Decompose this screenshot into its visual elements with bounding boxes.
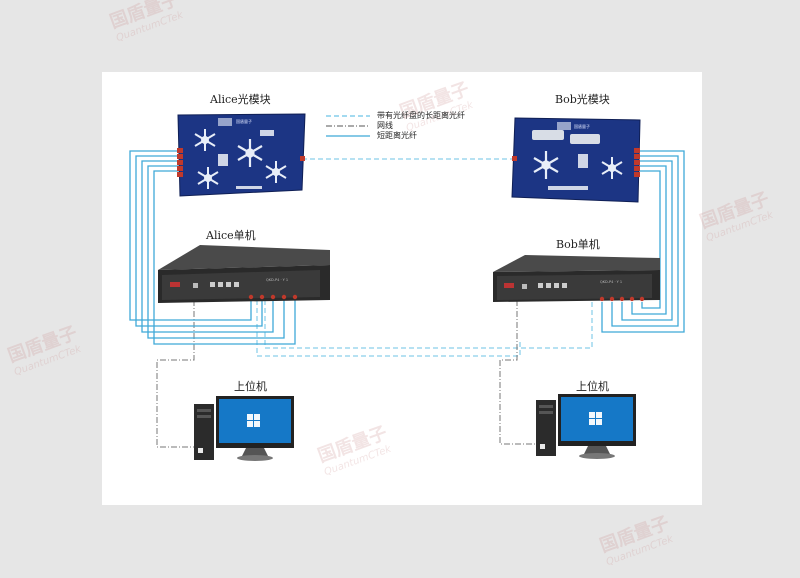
unit-model: QKD-P4 · Y 1 (266, 278, 288, 282)
network-cable-left (156, 300, 196, 448)
unit-logo (504, 283, 514, 288)
legend-label-long-fiber: 带有光纤盘的长距离光纤 (377, 111, 465, 120)
host-computer-left (194, 396, 294, 461)
alice-short-fibers (129, 150, 296, 345)
fiber (631, 165, 667, 315)
board-logo (557, 122, 571, 130)
network-cables (156, 300, 538, 448)
optical-component (532, 130, 564, 140)
fiber (135, 155, 263, 327)
alice-unit-label: Alice单机 (206, 229, 256, 242)
bob-unit: QKD-P4 · Y 1 (493, 255, 660, 302)
fiber-coil-icon (194, 129, 216, 151)
long-fiber-units-2 (256, 300, 521, 357)
optical-component (260, 130, 274, 136)
unit-buttons (538, 283, 567, 288)
alice-module-label: Alice光模块 (210, 93, 271, 106)
unit-top (158, 245, 330, 270)
legend-label-network: 网线 (377, 121, 393, 130)
monitor-stand (584, 446, 610, 454)
windows-logo-icon (540, 444, 545, 449)
optical-component (236, 186, 262, 189)
board-brand: 国盾量子 (236, 118, 252, 124)
fiber (129, 150, 252, 321)
optical-component (578, 154, 588, 168)
host-right-label: 上位机 (576, 380, 609, 393)
fiber (141, 160, 274, 333)
fiber (601, 150, 685, 333)
fiber-coil-icon (601, 157, 623, 179)
fiber (147, 165, 285, 339)
unit-fiber-ports (599, 296, 645, 302)
unit-port (522, 284, 527, 289)
fiber-connectors (177, 148, 305, 177)
fiber (638, 170, 661, 309)
pc-tower (536, 400, 556, 456)
host-computer-right (536, 394, 636, 459)
unit-buttons (210, 282, 239, 287)
bob-unit-label: Bob单机 (556, 238, 600, 251)
network-cable-right (499, 300, 538, 445)
optical-component (548, 186, 588, 190)
fiber (611, 155, 679, 327)
fiber-connectors (512, 148, 640, 177)
unit-model: QKD-P4 · Y 1 (600, 280, 622, 284)
board-logo (218, 118, 232, 126)
legend-label-short-fiber: 短距离光纤 (377, 131, 417, 140)
unit-top (493, 255, 660, 272)
long-fiber-links (256, 158, 593, 357)
bob-short-fibers (601, 150, 685, 333)
pc-tower (194, 404, 214, 460)
fiber-coil-icon (197, 167, 219, 189)
fiber-coil-icon (533, 151, 559, 179)
host-left-label: 上位机 (234, 380, 267, 393)
optical-component (570, 134, 600, 144)
long-fiber-units (264, 300, 593, 349)
fiber (153, 170, 296, 345)
fiber-coil-icon (265, 161, 287, 183)
legend-lines (326, 115, 370, 137)
monitor-stand (242, 448, 268, 456)
unit-fiber-ports (248, 294, 298, 300)
windows-logo-icon (198, 448, 203, 453)
windows-logo-icon (247, 414, 260, 427)
windows-logo-icon (589, 412, 602, 425)
fiber-coil-icon (237, 139, 263, 167)
optical-component (218, 154, 228, 166)
board-brand: 国盾量子 (574, 123, 590, 129)
alice-optical-module: 国盾量子 (177, 113, 306, 197)
fiber (621, 160, 673, 321)
bob-optical-module: 国盾量子 (511, 117, 641, 203)
bob-module-label: Bob光模块 (555, 93, 610, 106)
unit-port (193, 283, 198, 288)
unit-logo (170, 282, 180, 287)
alice-unit: QKD-P4 · Y 1 (158, 245, 330, 303)
